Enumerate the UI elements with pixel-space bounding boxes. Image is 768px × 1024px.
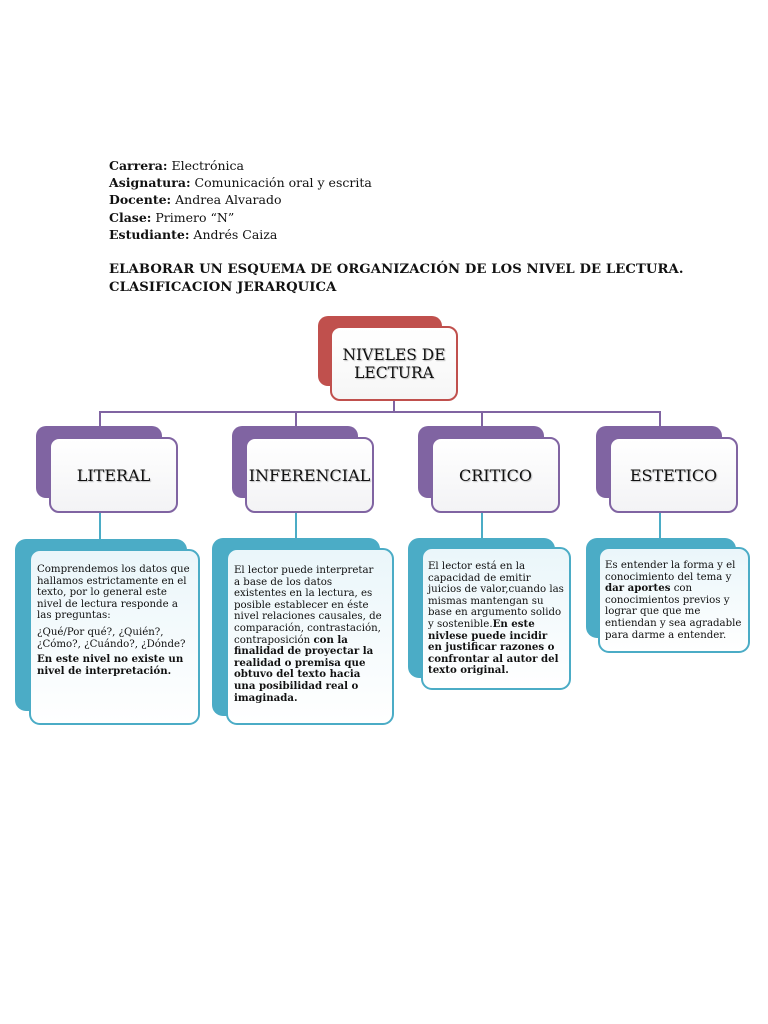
root-node-label: NIVELES DE LECTURA	[342, 345, 446, 382]
card-inferencial-text: El lector puede interpretar a base de lo…	[234, 565, 382, 704]
level-inferencial: INFERENCIAL	[245, 437, 374, 513]
horizontal-connector	[99, 411, 661, 413]
level-literal: LITERAL	[49, 437, 178, 513]
class-line: Clase: Primero “N”	[109, 209, 235, 225]
card-estetico-text: Es entender la forma y el conocimiento d…	[605, 560, 742, 641]
card-estetico	[598, 547, 750, 653]
student-line: Estudiante: Andrés Caiza	[109, 226, 278, 242]
document-header: Carrera: Electrónica Asignatura: Comunic…	[109, 157, 372, 243]
root-node: NIVELES DE LECTURA	[330, 326, 458, 401]
level-critico-label: CRITICO	[459, 465, 532, 485]
card-connector-critico	[481, 513, 483, 541]
card-literal-text: Comprendemos los datos que hallamos estr…	[37, 564, 190, 677]
card-literal	[29, 549, 200, 725]
connector-estetico	[659, 411, 661, 438]
level-critico: CRITICO	[431, 437, 560, 513]
connector-critico	[481, 411, 483, 438]
card-inferencial	[226, 548, 394, 725]
connector-inferencial	[295, 411, 297, 438]
level-estetico: ESTETICO	[609, 437, 738, 513]
card-connector-estetico	[659, 513, 661, 541]
level-estetico-label: ESTETICO	[629, 465, 718, 485]
level-literal-label: LITERAL	[76, 465, 151, 485]
card-connector-inferencial	[295, 513, 297, 541]
level-inferencial-label: INFERENCIAL	[248, 465, 371, 485]
subject-line: Asignatura: Comunicación oral y escrita	[109, 175, 372, 191]
connector-literal	[99, 411, 101, 438]
card-connector-literal	[99, 513, 101, 541]
career-line: Carrera: Electrónica	[109, 158, 245, 173]
teacher-line: Docente: Andrea Alvarado	[109, 192, 282, 208]
card-critico	[421, 547, 571, 690]
task-title: ELABORAR UN ESQUEMA DE ORGANIZACIÓN DE L…	[109, 262, 684, 295]
card-critico-text: El lector está en la capacidad de emitir…	[428, 561, 564, 677]
root-connector	[393, 401, 395, 413]
